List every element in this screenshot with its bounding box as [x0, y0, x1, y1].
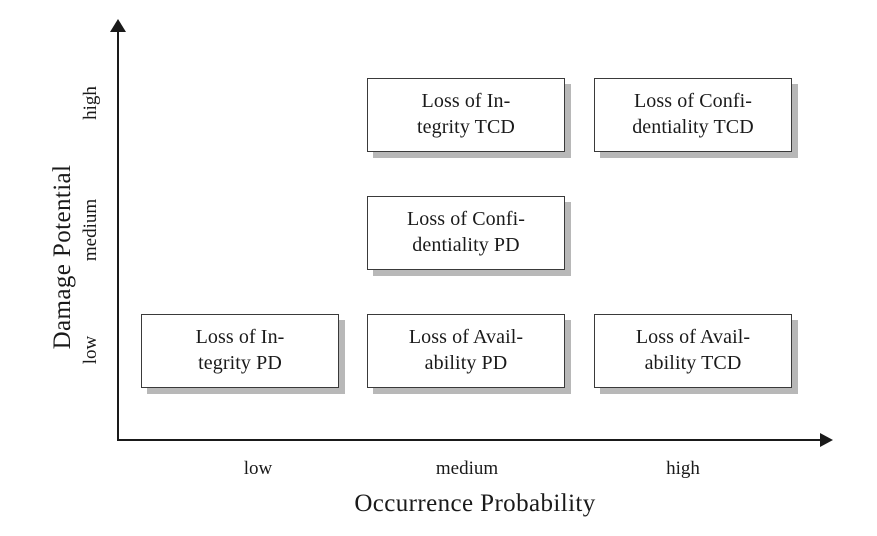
risk-box-label: Loss of Confi- dentiality TCD — [632, 90, 754, 138]
y-axis-arrow-icon — [110, 19, 126, 32]
y-tick-medium: medium — [80, 198, 101, 262]
y-axis-title: Damage Potential — [49, 164, 76, 350]
risk-box-label: Loss of Avail- ability PD — [408, 326, 524, 374]
risk-box-label: Loss of In- tegrity PD — [195, 326, 285, 374]
risk-box-availability-pd[interactable]: Loss of Avail- ability PD — [367, 314, 565, 388]
y-tick-low: low — [80, 335, 101, 365]
y-tick-high: high — [80, 86, 101, 120]
x-tick-medium: medium — [435, 458, 499, 479]
y-axis-line — [117, 28, 119, 441]
risk-box-label: Loss of Confi- dentiality PD — [406, 208, 526, 256]
risk-box-integrity-tcd[interactable]: Loss of In- tegrity TCD — [367, 78, 565, 152]
risk-box-integrity-pd[interactable]: Loss of In- tegrity PD — [141, 314, 339, 388]
risk-box-label: Loss of In- tegrity TCD — [417, 90, 515, 138]
x-axis-line — [117, 439, 824, 441]
risk-box-confidentiality-tcd[interactable]: Loss of Confi- dentiality TCD — [594, 78, 792, 152]
x-tick-high: high — [666, 458, 700, 479]
risk-box-label: Loss of Avail- ability TCD — [635, 326, 751, 374]
x-axis-title: Occurrence Probability — [354, 490, 596, 517]
risk-box-confidentiality-pd[interactable]: Loss of Confi- dentiality PD — [367, 196, 565, 270]
x-tick-low: low — [243, 458, 273, 479]
risk-box-availability-tcd[interactable]: Loss of Avail- ability TCD — [594, 314, 792, 388]
x-axis-arrow-icon — [820, 433, 833, 447]
